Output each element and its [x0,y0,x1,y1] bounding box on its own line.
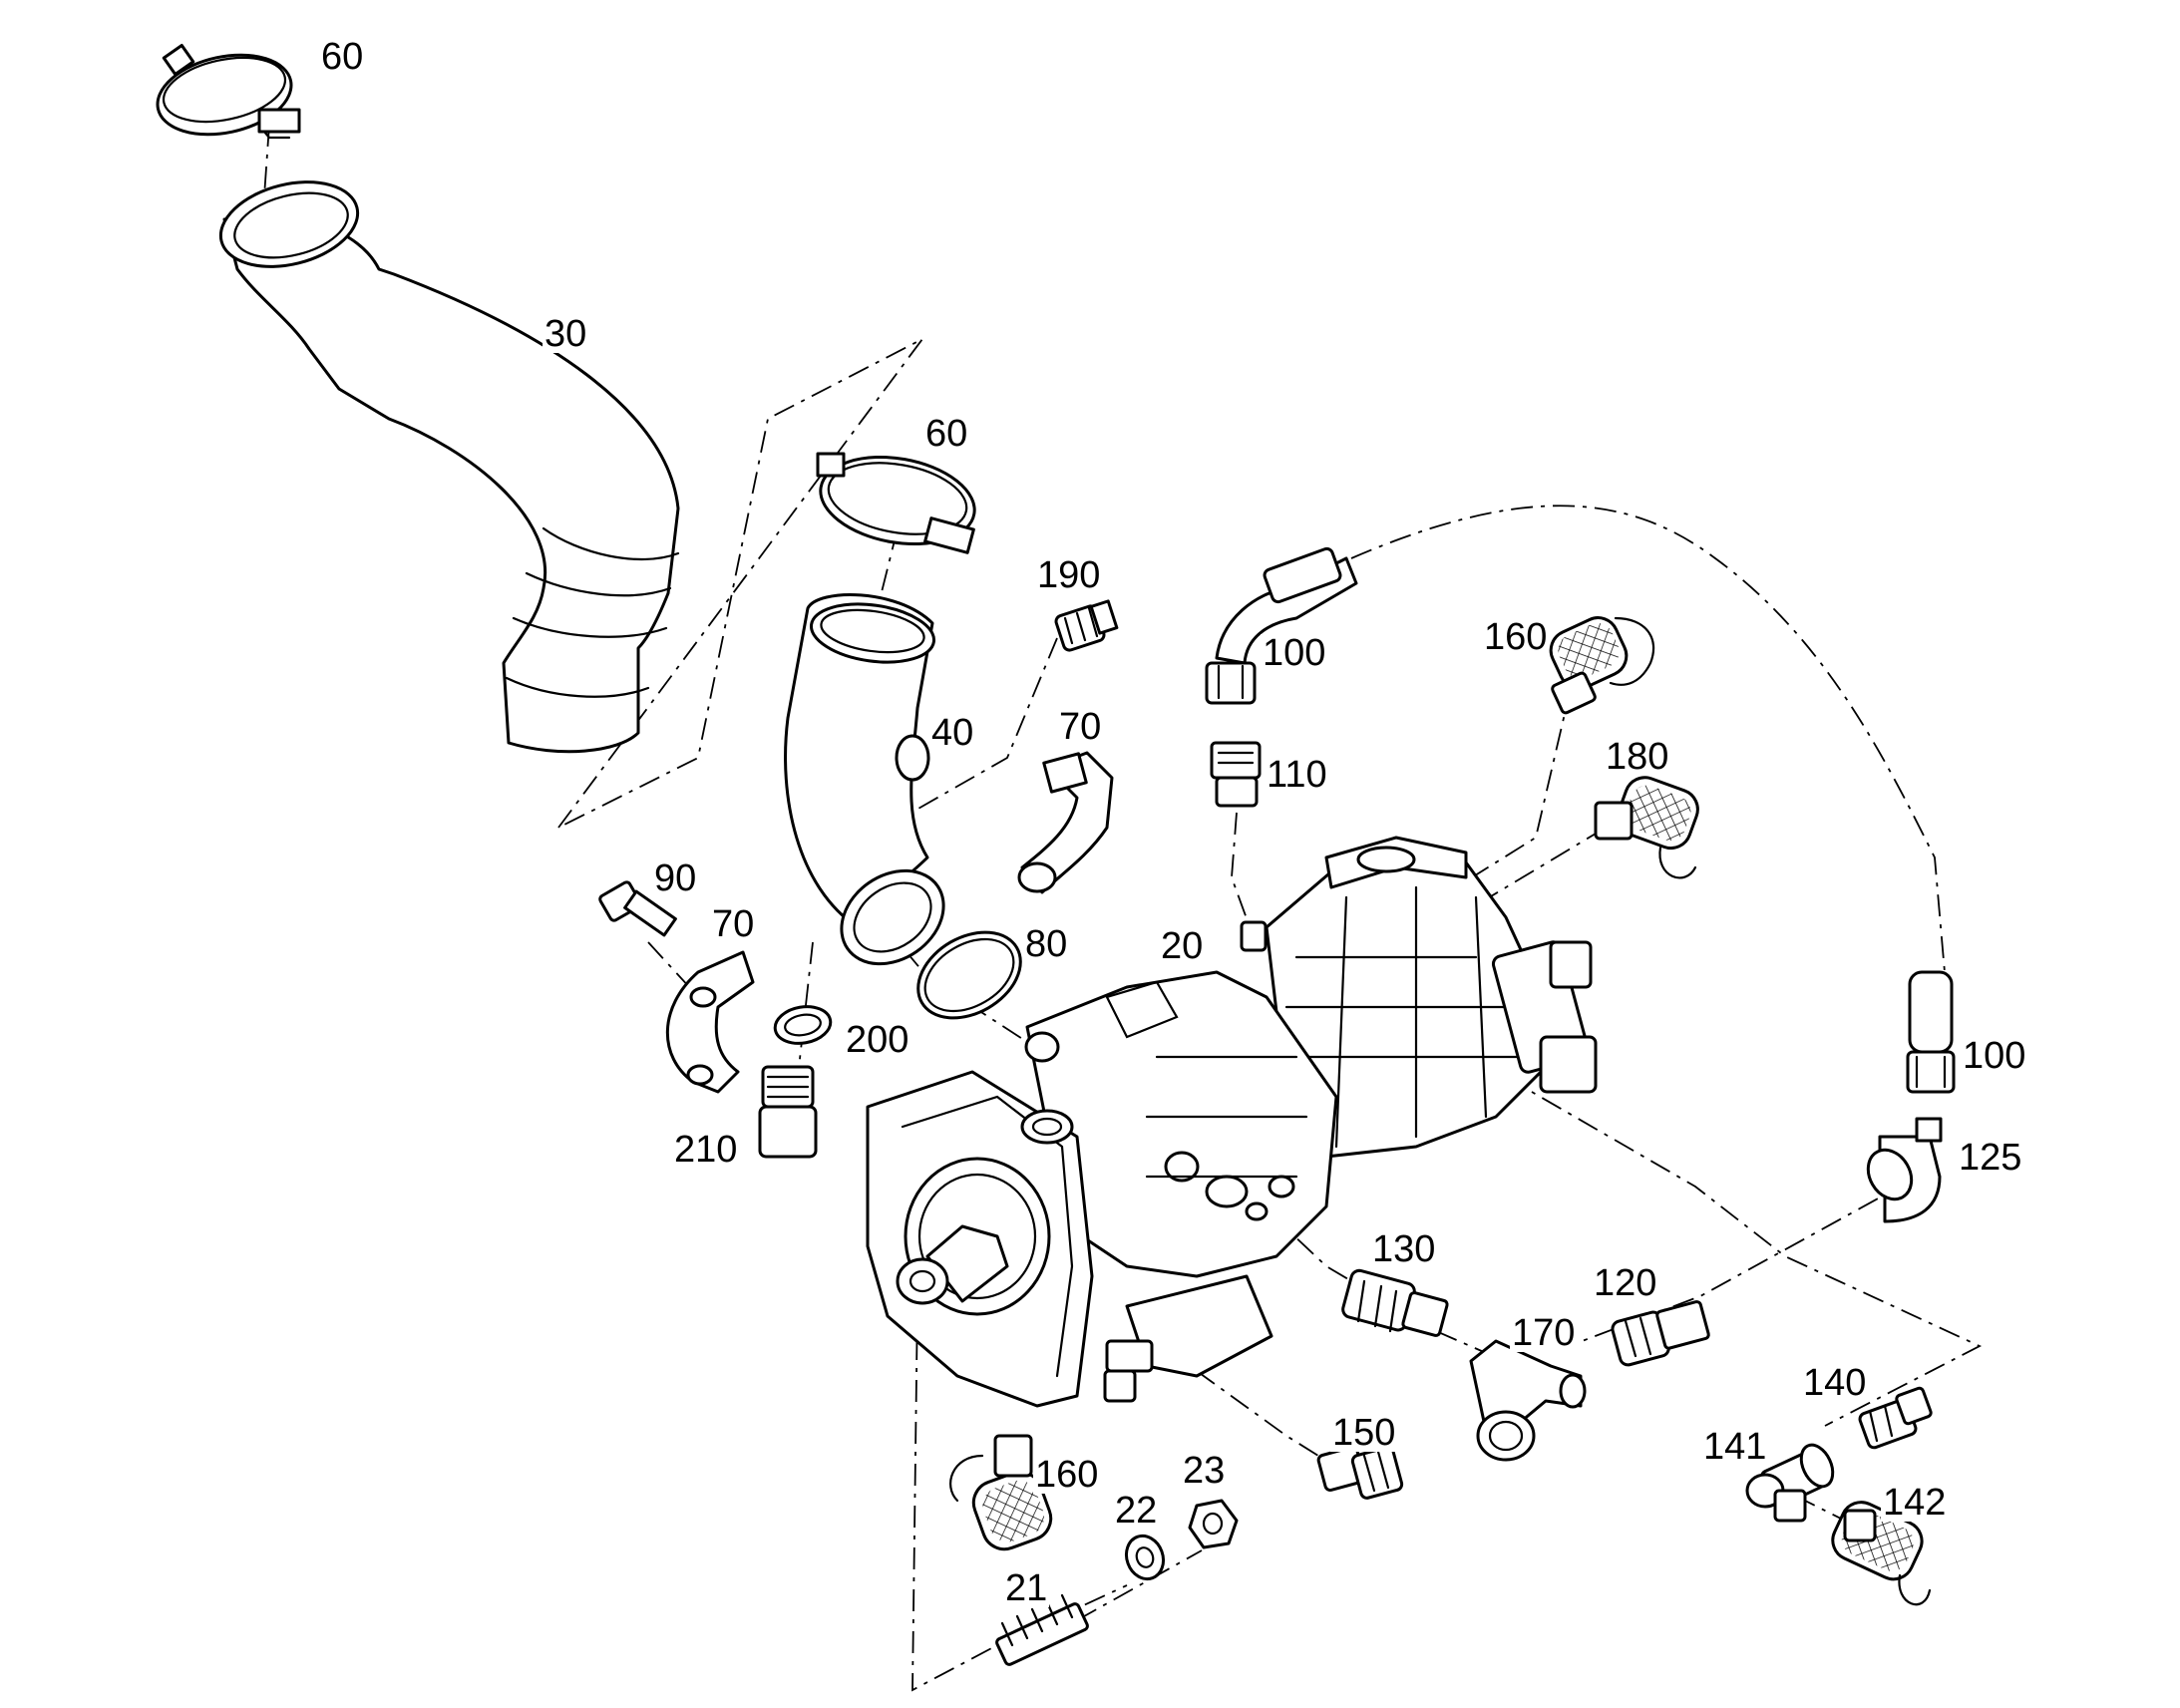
bolt-90 [598,880,677,937]
callout-60-mid: 60 [923,413,970,455]
leader-hose40-80 [877,916,1028,1043]
callout-100-right: 100 [1961,1035,2028,1077]
callout-90: 90 [652,857,699,899]
sensor-190 [1054,599,1119,652]
pipe-100-right [1906,970,1956,1094]
callout-70-upper: 70 [1057,706,1104,748]
callout-21: 21 [1003,1567,1050,1609]
nipple-150 [1316,1446,1404,1500]
o-ring-80 [916,930,1022,1020]
washer-22 [1124,1534,1166,1581]
callout-120: 120 [1592,1262,1659,1304]
callout-190: 190 [1035,554,1103,596]
hose-clamp-60-top [156,43,301,140]
leader-top-pipe [1350,505,1946,973]
cap-160-top [1549,616,1655,715]
pump-assembly-20 [866,836,1598,1408]
leader-right-frame [1505,1076,1983,1427]
callout-23: 23 [1181,1450,1228,1492]
banjo-170 [1469,1339,1587,1462]
callout-170: 170 [1510,1312,1578,1354]
leader-120-125 [1555,1186,1901,1352]
fitting-210 [758,1065,818,1159]
cap-180 [1594,776,1699,879]
intake-hose-30 [218,180,680,754]
fitting-120 [1611,1300,1710,1367]
leader-190 [902,637,1058,819]
leader-150 [1196,1370,1327,1462]
callout-110: 110 [1265,754,1329,796]
callout-140: 140 [1801,1362,1869,1404]
nut-23 [1188,1499,1239,1549]
hose-clamp-60-mid [816,452,976,554]
cap-160-bottom [949,1434,1053,1551]
leader-110-20 [1231,812,1253,933]
callout-150: 150 [1330,1412,1398,1454]
callout-22: 22 [1113,1490,1160,1532]
callout-100-top: 100 [1261,632,1328,674]
callout-210: 210 [672,1129,740,1171]
elbow-hose-40 [784,593,945,966]
callout-200: 200 [844,1019,911,1061]
nipple-110 [1210,741,1262,808]
callout-60-top: 60 [319,36,366,78]
flange-half-70-lower [665,950,755,1094]
callout-141: 141 [1701,1426,1769,1468]
leader-160-top [1455,687,1572,888]
callout-130: 130 [1370,1228,1438,1270]
callout-30: 30 [543,313,589,355]
callout-125: 125 [1957,1137,2024,1179]
tee-141 [1745,1443,1835,1523]
callout-180: 180 [1604,736,1671,778]
callout-160-top: 160 [1482,616,1550,658]
callout-20: 20 [1159,925,1206,967]
pipe-100-top [1205,546,1358,705]
elbow-125 [1866,1117,1943,1223]
seal-ring-200 [773,1005,833,1045]
callout-70-lower: 70 [710,903,757,945]
callout-80: 80 [1023,923,1070,965]
stud-21 [995,1593,1089,1666]
leader-hose30-frame [557,338,923,829]
nipple-140 [1858,1386,1933,1450]
callout-160-bottom: 160 [1033,1454,1101,1496]
callout-142: 142 [1881,1482,1949,1524]
callout-40: 40 [929,712,976,754]
fitting-130 [1341,1268,1449,1337]
flange-half-70-upper [1017,751,1114,894]
